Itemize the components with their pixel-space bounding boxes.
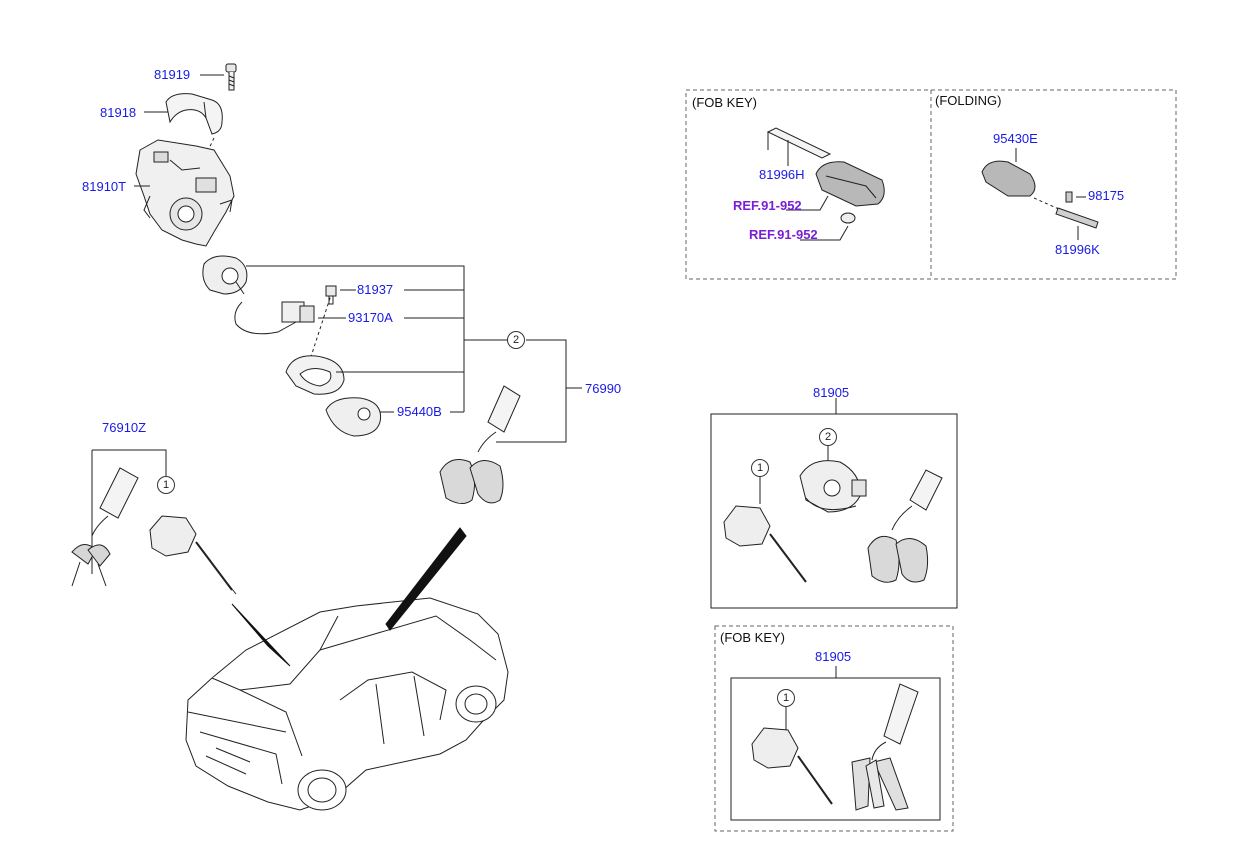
fob-key-heading: (FOB KEY): [692, 95, 758, 110]
set-ignition-drawing: [799, 460, 867, 513]
part-label-98175[interactable]: 98175: [1088, 188, 1125, 203]
part-label-81905-fob-set[interactable]: 81905: [815, 649, 852, 664]
ignition-switch-drawing: [202, 255, 248, 295]
bolt-81919-drawing: [225, 63, 237, 91]
folding-heading: (FOLDING): [935, 93, 1002, 108]
callout-1-set: 1: [751, 459, 769, 477]
key-tag-76910Z-drawing: [71, 467, 139, 587]
part-label-95430E[interactable]: 95430E: [993, 131, 1038, 146]
ring-95440B-drawing: [325, 397, 382, 437]
part-label-81918[interactable]: 81918: [100, 105, 137, 120]
folding-key-95430E-drawing: [981, 160, 1036, 197]
part-label-95440B[interactable]: 95440B: [397, 404, 442, 419]
callout-2-set: 2: [819, 428, 837, 446]
part-label-81910T[interactable]: 81910T: [82, 179, 127, 194]
harness-93170A-drawing: [234, 291, 333, 373]
fob-set-keys-drawing: [851, 683, 919, 811]
fob-set-lock-cylinder-drawing: [751, 727, 833, 805]
screw-81937-drawing: [325, 285, 337, 305]
lock-body-81910T-drawing: [135, 139, 235, 247]
smart-key-drawing: [815, 161, 885, 207]
ref-link-91-952-b[interactable]: REF.91-952: [749, 227, 818, 242]
part-label-81905-set[interactable]: 81905: [813, 385, 850, 400]
bracket-81918-drawing: [165, 93, 223, 135]
part-label-93170A[interactable]: 93170A: [348, 310, 393, 325]
part-label-76910Z[interactable]: 76910Z: [102, 420, 147, 435]
part-label-81919[interactable]: 81919: [154, 67, 191, 82]
set-lock-cylinder-drawing: [723, 505, 807, 583]
vehicle-drawing: [185, 597, 509, 811]
key-tag-76990-drawing: [439, 385, 521, 504]
callout-1-fob-set: 1: [777, 689, 795, 707]
fob-key-set-heading: (FOB KEY): [720, 630, 786, 645]
lock-cylinder-drawing: [149, 515, 237, 595]
part-label-76990[interactable]: 76990: [585, 381, 622, 396]
ref-link-91-952-a[interactable]: REF.91-952: [733, 198, 802, 213]
fob-blade-81996H-drawing: [766, 127, 832, 159]
callout-1: 1: [157, 476, 175, 494]
part-label-81937[interactable]: 81937: [357, 282, 394, 297]
callout-2: 2: [507, 331, 525, 349]
set-fob-keys-drawing: [867, 469, 943, 583]
part-label-81996H[interactable]: 81996H: [759, 167, 805, 182]
part-label-81996K[interactable]: 81996K: [1055, 242, 1100, 257]
ring-drawing: [285, 355, 345, 395]
